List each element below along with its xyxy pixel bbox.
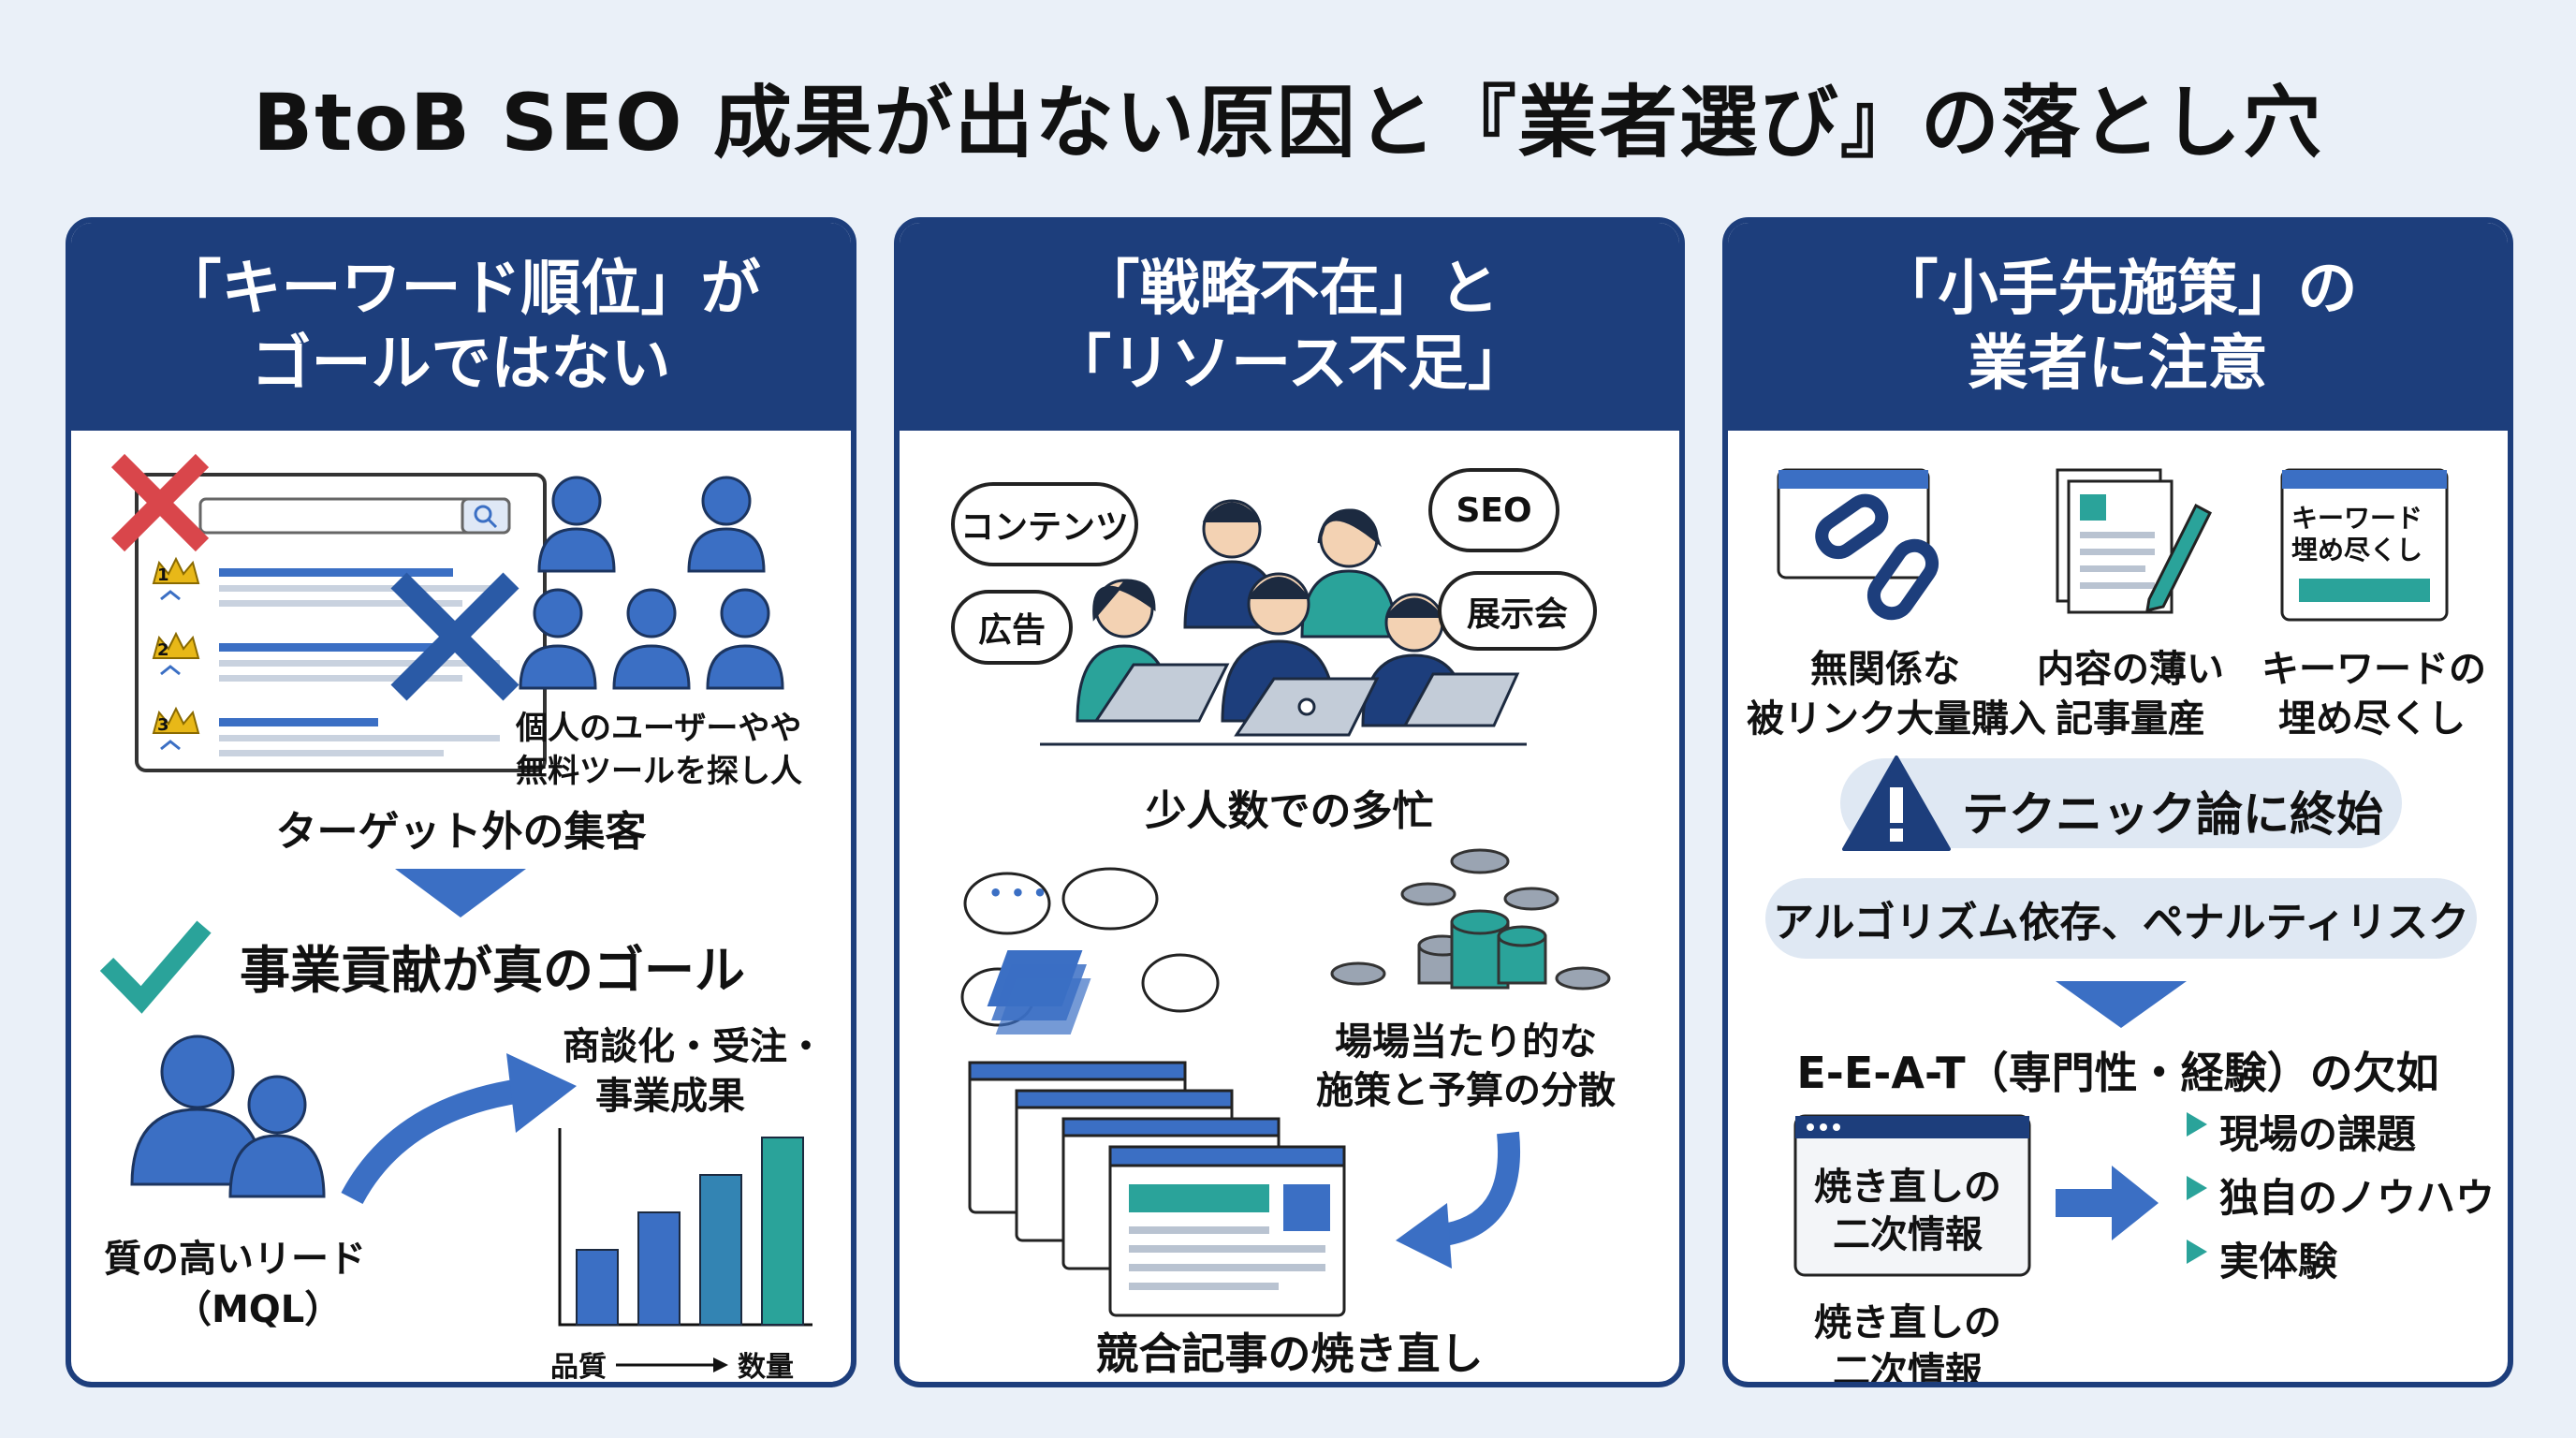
busy-caption: 少人数での多忙 — [1145, 787, 1434, 835]
rehash-caption: 競合記事の焼き直し — [1095, 1328, 1484, 1379]
document-pen-icon — [2056, 468, 2212, 614]
eeat-label: E-E-A-T（専門性・経験）の欠如 — [1796, 1048, 2439, 1098]
lead-label-line1: 質の高いリード — [104, 1238, 366, 1281]
algorithm-risk-pill: アルゴリズム依存、ペナルティリスク — [1765, 878, 2477, 959]
panel-header: 「キーワード順位」が ゴールではない — [71, 223, 851, 431]
bullet-triangle-icon — [2187, 1112, 2207, 1137]
speech-bubble-content: コンテンツ — [951, 482, 1138, 566]
item2-line1: 内容の薄い — [2037, 648, 2224, 691]
curved-down-arrow-icon — [1396, 1131, 1520, 1269]
panel-shortcut-vendors: 「小手先施策」の 業者に注意 キーワード 埋め尽くし 無関係な 被リンク大量購入 — [1722, 217, 2513, 1387]
outcome-line1: 商談化・受注・ — [563, 1025, 825, 1068]
down-arrow-icon — [395, 869, 526, 917]
panel-strategy-resources: 「戦略不在」と 「リソース不足」 コンテンツ SE — [894, 217, 1685, 1387]
item3-line2: 埋め尽くし — [2278, 697, 2466, 741]
outcome-line2: 事業成果 — [595, 1075, 745, 1118]
panel-keyword-ranking: 「キーワード順位」が ゴールではない — [66, 217, 856, 1387]
stacked-articles-icon — [968, 1061, 1346, 1317]
chat-bubbles-icon — [960, 867, 1220, 1034]
panel-header: 「小手先施策」の 業者に注意 — [1728, 223, 2508, 431]
rank-1-number: 1 — [157, 565, 169, 585]
axis-label-left: 品質 — [550, 1351, 607, 1384]
scattered-coins-icon — [1330, 848, 1611, 990]
rehash-window-icon — [1793, 1114, 2031, 1277]
panel-header: 「戦略不在」と 「リソース不足」 — [900, 223, 1679, 431]
speech-bubble-ads: 広告 — [951, 590, 1073, 665]
scatter-caption-line2: 施策と予算の分散 — [1316, 1069, 1616, 1112]
chart-bar — [637, 1211, 681, 1326]
rank-2-number: 2 — [157, 640, 169, 660]
chart-bar — [761, 1137, 804, 1326]
busy-team-illustration — [1040, 499, 1527, 746]
chart-bar — [576, 1249, 619, 1326]
goal-heading: 事業貢献が真のゴール — [240, 941, 745, 1000]
rehash-box-line2: 二次情報 — [1833, 1213, 1983, 1256]
link-icon — [1777, 468, 1939, 621]
people-caption-line1: 個人のユーザーやや — [516, 710, 802, 747]
rehash-box-line1: 焼き直しの — [1814, 1166, 2001, 1209]
rank-3-number: 3 — [157, 715, 169, 735]
item3-line1: キーワードの — [2261, 648, 2486, 691]
panel-heading-line2: 「リソース不足」 — [1051, 330, 1528, 399]
bar-chart — [558, 1128, 812, 1327]
search-results-icon — [135, 473, 547, 772]
need-item-2: 独自のノウハウ — [2219, 1175, 2496, 1221]
item1-line1: 無関係な — [1810, 648, 1960, 691]
panel-heading-line1: 「キーワード順位」が — [161, 255, 761, 324]
keyword-stuffing-icon — [2280, 468, 2449, 622]
down-arrow-icon — [2056, 981, 2187, 1028]
offtarget-label: ターゲット外の集客 — [275, 808, 647, 856]
checkmark-icon — [99, 920, 212, 1014]
keyword-icon-text-line1: キーワード — [2291, 503, 2423, 534]
axis-label-right: 数量 — [738, 1351, 794, 1384]
need-item-1: 現場の課題 — [2219, 1111, 2417, 1157]
right-arrow-icon — [2056, 1166, 2159, 1240]
curved-arrow-icon — [341, 1053, 577, 1205]
speech-bubble-seo: SEO — [1428, 468, 1559, 552]
bullet-triangle-icon — [2187, 1240, 2207, 1264]
panel-heading-line2: 業者に注意 — [1968, 330, 2268, 399]
speech-bubble-expo: 展示会 — [1438, 571, 1597, 651]
chat-dots: • • • — [988, 880, 1047, 906]
warning-label: テクニック論に終始 — [1962, 787, 2383, 842]
red-x-icon — [110, 453, 210, 552]
need-item-3: 実体験 — [2219, 1239, 2338, 1284]
rehash-caption-line1: 焼き直しの — [1814, 1301, 2001, 1344]
people-caption-line2: 無料ツールを探し人 — [516, 753, 802, 790]
bullet-triangle-icon — [2187, 1176, 2207, 1200]
item1-line2: 被リンク大量購入 — [1747, 697, 2046, 741]
blue-x-icon — [390, 572, 520, 701]
lead-people-icon — [130, 1034, 326, 1198]
warning-icon — [1842, 756, 1951, 851]
chart-bar — [699, 1174, 742, 1326]
keyword-icon-text-line2: 埋め尽くし — [2291, 535, 2423, 565]
lead-label-line2: （MQL） — [174, 1288, 343, 1331]
page-title: BtoB SEO 成果が出ない原因と『業者選び』の落とし穴 — [253, 77, 2323, 169]
rehash-caption-line2: 二次情報 — [1833, 1350, 1983, 1387]
panel-heading-line1: 「小手先施策」の — [1878, 255, 2358, 324]
scatter-caption-line1: 場場当たり的な — [1335, 1020, 1597, 1064]
panel-heading-line1: 「戦略不在」と — [1079, 255, 1500, 324]
axis-arrow-icon — [616, 1357, 728, 1372]
people-group-icon — [519, 476, 784, 690]
item2-line2: 記事量産 — [2056, 697, 2205, 741]
panel-heading-line2: ゴールではない — [251, 330, 671, 399]
